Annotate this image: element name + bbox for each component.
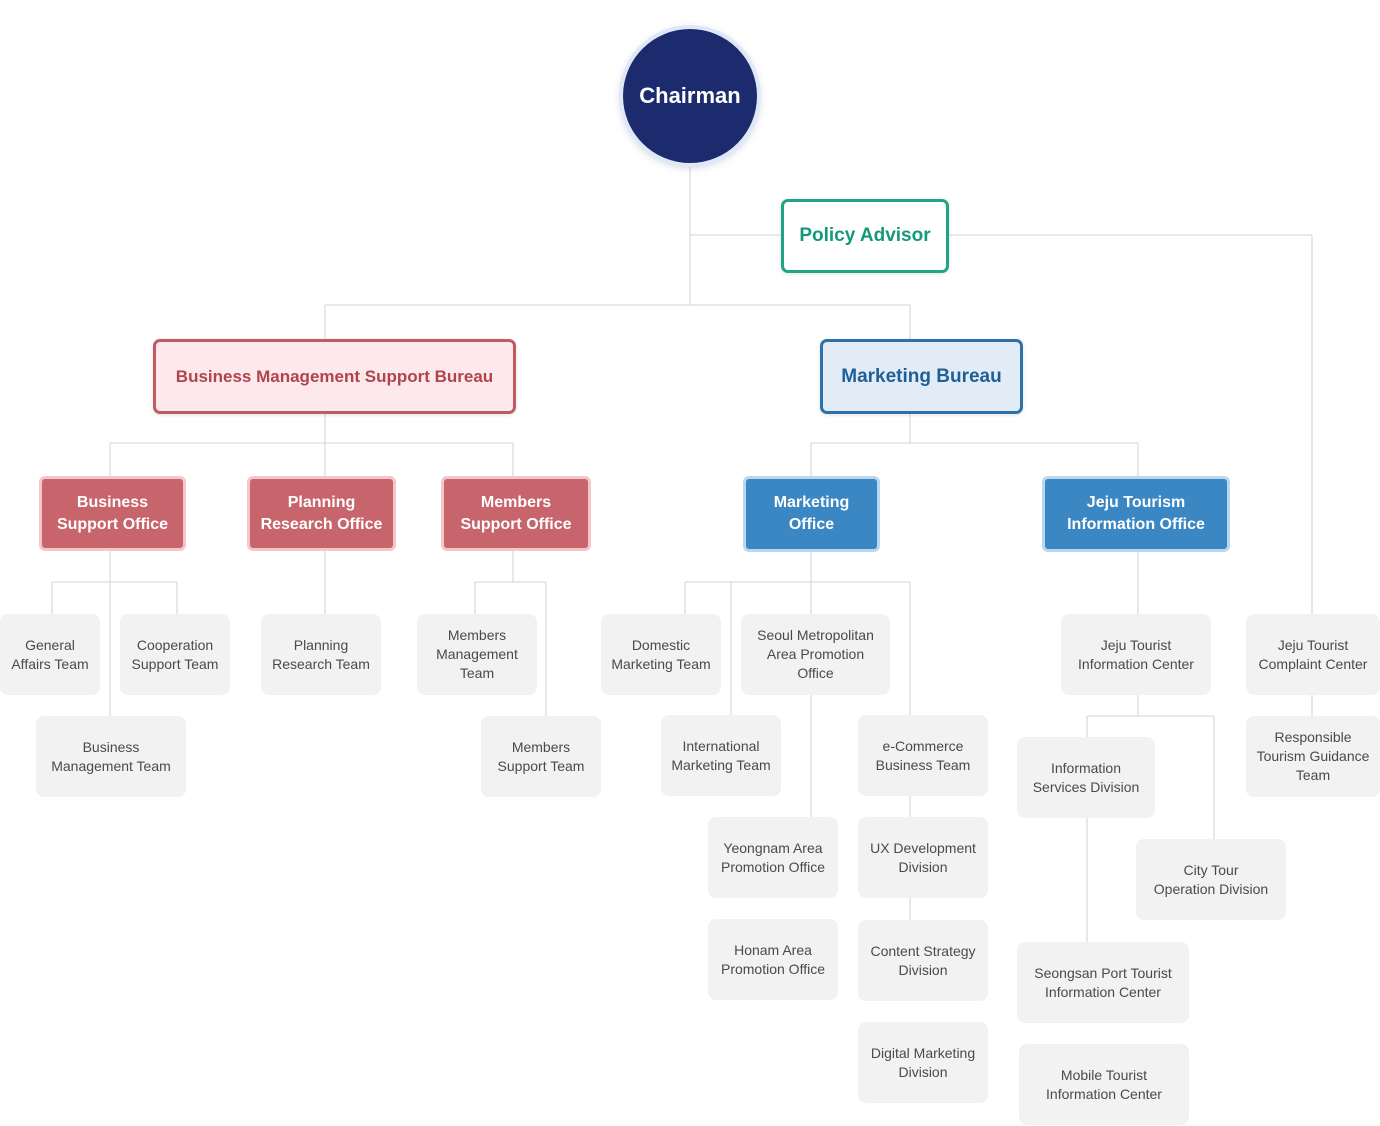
jeju-tourist-complaint-center: Jeju Tourist Complaint Center: [1246, 614, 1380, 695]
content-strategy-division: Content Strategy Division: [858, 920, 988, 1001]
members-support-office: Members Support Office: [441, 476, 591, 551]
responsible-tourism-guidance-team: Responsible Tourism Guidance Team: [1246, 716, 1380, 797]
members-support-team: Members Support Team: [481, 716, 601, 797]
international-marketing-team: International Marketing Team: [661, 715, 781, 796]
business-support-office: Business Support Office: [39, 476, 186, 551]
planning-research-team: Planning Research Team: [261, 614, 381, 695]
business-management-support-bureau: Business Management Support Bureau: [153, 339, 516, 414]
information-services-division: Information Services Division: [1017, 737, 1155, 818]
marketing-bureau: Marketing Bureau: [820, 339, 1023, 414]
digital-marketing-division: Digital Marketing Division: [858, 1022, 988, 1103]
planning-research-office: Planning Research Office: [247, 476, 396, 551]
seoul-metropolitan-promotion-office: Seoul Metropolitan Area Promotion Office: [741, 614, 890, 695]
marketing-office: Marketing Office: [743, 476, 880, 552]
mobile-tourist-information-center: Mobile Tourist Information Center: [1019, 1044, 1189, 1125]
honam-area-promotion-office: Honam Area Promotion Office: [708, 919, 838, 1000]
ecommerce-business-team: e-Commerce Business Team: [858, 715, 988, 796]
cooperation-support-team: Cooperation Support Team: [120, 614, 230, 695]
ux-development-division: UX Development Division: [858, 817, 988, 898]
city-tour-operation-division: City Tour Operation Division: [1136, 839, 1286, 920]
general-affairs-team: General Affairs Team: [0, 614, 100, 695]
members-management-team: Members Management Team: [417, 614, 537, 695]
seongsan-port-tourist-information-center: Seongsan Port Tourist Information Center: [1017, 942, 1189, 1023]
jeju-tourist-information-center: Jeju Tourist Information Center: [1061, 614, 1211, 695]
jeju-tourism-information-office: Jeju Tourism Information Office: [1042, 476, 1230, 552]
domestic-marketing-team: Domestic Marketing Team: [601, 614, 721, 695]
policy-advisor-box: Policy Advisor: [781, 199, 949, 273]
business-management-team: Business Management Team: [36, 716, 186, 797]
chairman-node: Chairman: [623, 29, 757, 163]
yeongnam-area-promotion-office: Yeongnam Area Promotion Office: [708, 817, 838, 898]
